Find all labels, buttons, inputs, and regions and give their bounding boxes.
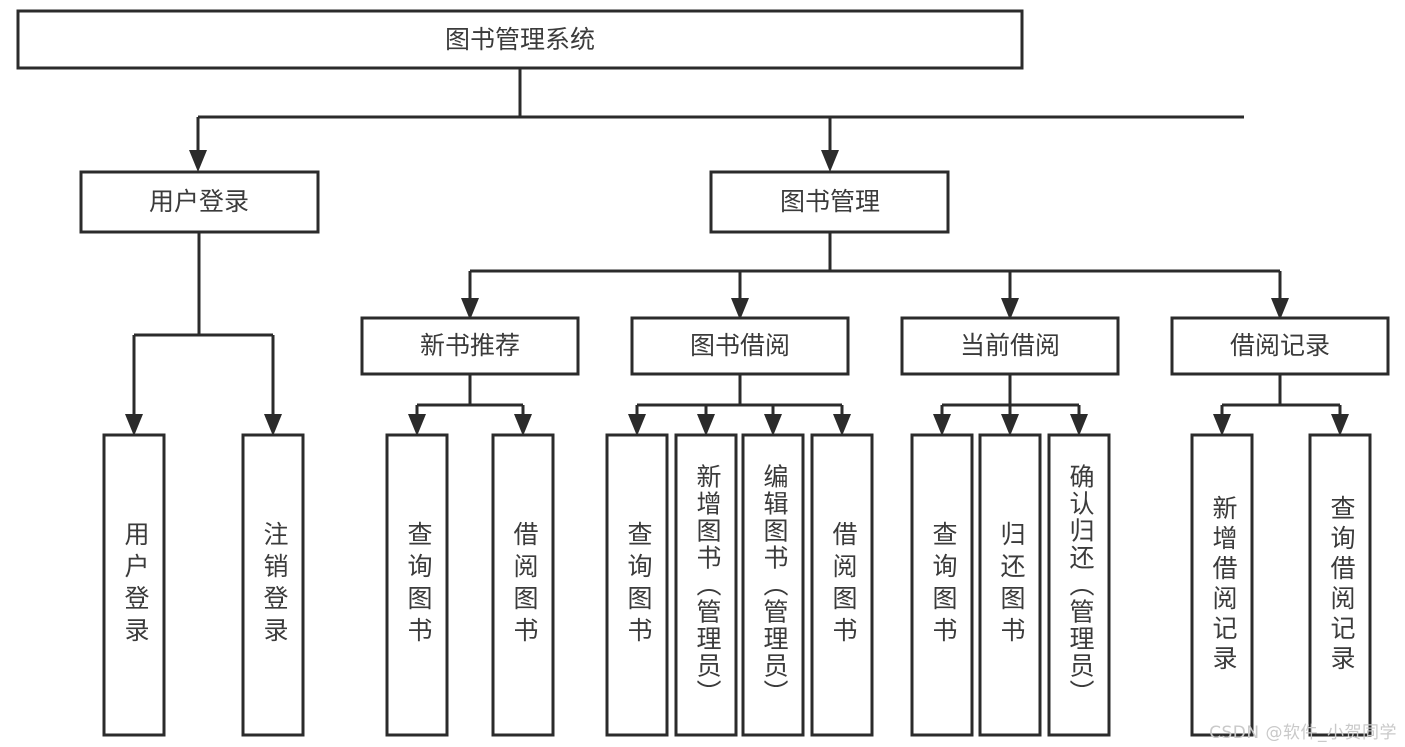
- node-borrow-record-label: 借阅记录: [1230, 331, 1330, 360]
- node-user-login-label: 用户登录: [149, 187, 249, 216]
- leaf-user-login-label: 用户登录: [121, 521, 150, 649]
- connector-record-to-leaves: [1213, 374, 1349, 436]
- leaf-add-borrow-record[interactable]: 新增借阅记录: [1190, 433, 1254, 737]
- connector-newbook-to-leaves: [408, 374, 532, 436]
- leaf-query-book-newbook[interactable]: 查询图书: [385, 433, 449, 737]
- leaf-logout-label: 注销登录: [260, 521, 289, 649]
- node-book-borrow-label: 图书借阅: [690, 331, 790, 360]
- leaf-borrow-book-newbook-label: 借阅图书: [510, 521, 539, 649]
- csdn-watermark: CSDN @软件_小贺同学: [1209, 723, 1397, 743]
- node-root[interactable]: 图书管理系统: [16, 9, 1024, 70]
- node-user-login[interactable]: 用户登录: [79, 170, 320, 234]
- connector-borrow-to-leaves: [628, 374, 851, 436]
- leaf-confirm-return-admin-label: 确认归还（管理员）: [1066, 464, 1095, 707]
- node-book-management[interactable]: 图书管理: [709, 170, 950, 234]
- leaf-query-book-newbook-label: 查询图书: [404, 521, 433, 649]
- leaf-query-book-borrow-label: 查询图书: [624, 521, 653, 649]
- leaf-query-book-current-label: 查询图书: [929, 521, 958, 649]
- leaf-confirm-return-admin[interactable]: 确认归还（管理员）: [1047, 433, 1111, 737]
- node-book-borrow[interactable]: 图书借阅: [630, 316, 850, 376]
- leaf-edit-book-admin[interactable]: 编辑图书（管理员）: [741, 433, 805, 737]
- leaf-add-book-admin-label: 新增图书（管理员）: [693, 464, 722, 707]
- leaf-query-borrow-record[interactable]: 查询借阅记录: [1308, 433, 1372, 737]
- leaf-add-book-admin[interactable]: 新增图书（管理员）: [674, 433, 738, 737]
- leaf-return-book-label: 归还图书: [997, 521, 1026, 649]
- node-new-book-recommend[interactable]: 新书推荐: [360, 316, 580, 376]
- connector-root-to-level2: [189, 68, 1244, 172]
- leaf-return-book[interactable]: 归还图书: [978, 433, 1042, 737]
- leaf-borrow-book-borrow[interactable]: 借阅图书: [810, 433, 874, 737]
- leaf-query-book-current[interactable]: 查询图书: [910, 433, 974, 737]
- leaf-query-borrow-record-label: 查询借阅记录: [1327, 495, 1356, 675]
- leaf-borrow-book-borrow-label: 借阅图书: [829, 521, 858, 649]
- leaf-query-book-borrow[interactable]: 查询图书: [605, 433, 669, 737]
- leaf-borrow-book-newbook[interactable]: 借阅图书: [491, 433, 555, 737]
- node-current-borrow[interactable]: 当前借阅: [900, 316, 1120, 376]
- leaf-user-login[interactable]: 用户登录: [102, 433, 166, 737]
- node-borrow-record[interactable]: 借阅记录: [1170, 316, 1390, 376]
- node-root-label: 图书管理系统: [445, 25, 595, 54]
- leaf-add-borrow-record-label: 新增借阅记录: [1209, 495, 1238, 675]
- node-book-management-label: 图书管理: [780, 187, 880, 216]
- connector-userlogin-to-leaves: [125, 232, 282, 436]
- leaf-logout[interactable]: 注销登录: [241, 433, 305, 737]
- node-current-borrow-label: 当前借阅: [960, 331, 1060, 360]
- leaf-edit-book-admin-label: 编辑图书（管理员）: [760, 464, 789, 707]
- connector-current-to-leaves: [933, 374, 1088, 436]
- node-new-book-recommend-label: 新书推荐: [420, 331, 520, 360]
- connector-bookmgmt-to-level3: [461, 232, 1289, 320]
